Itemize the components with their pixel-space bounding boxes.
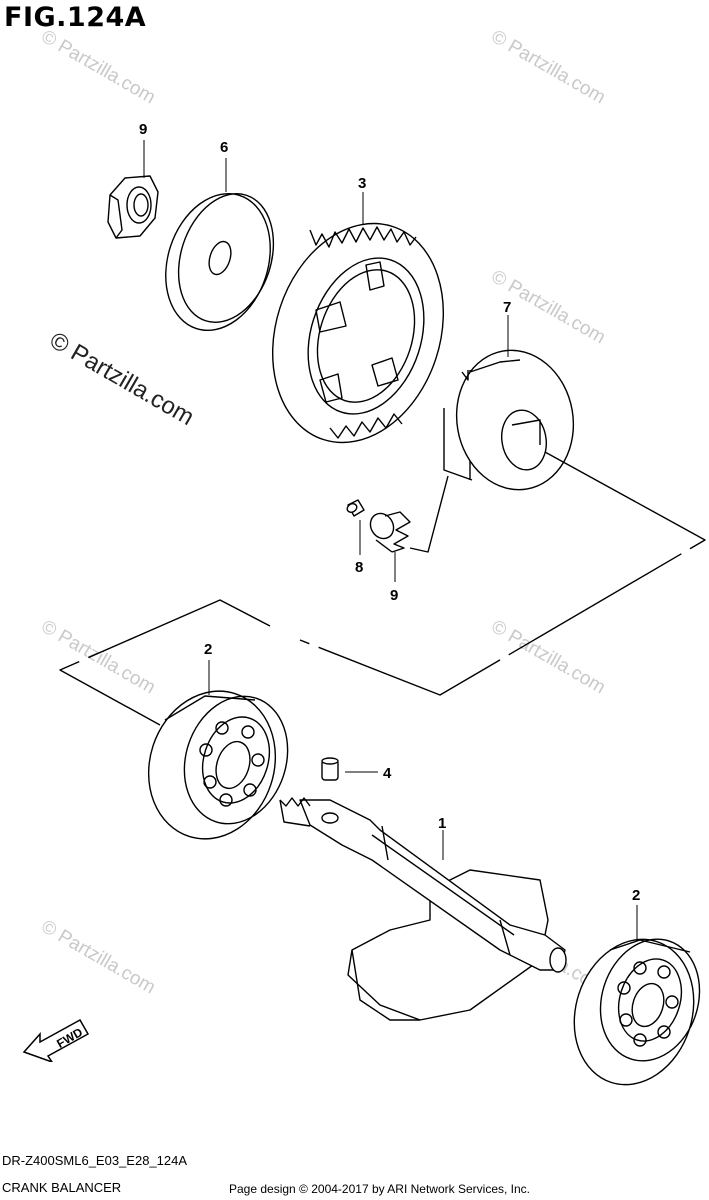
watermark-6: © Partzilla.com	[38, 916, 159, 998]
leader-lines	[143, 140, 638, 940]
washer-part	[165, 192, 275, 332]
nut-part	[107, 175, 159, 239]
section-name: CRANK BALANCER	[2, 1180, 122, 1195]
callout-7: 7	[503, 299, 511, 316]
callout-9: 9	[390, 587, 398, 604]
model-code: DR-Z400SML6_E03_E28_124A	[2, 1153, 188, 1168]
watermark-5: © Partzilla.com	[488, 616, 609, 698]
watermark-main: © Partzilla.com	[45, 327, 199, 431]
callout-2-left: 2	[204, 641, 212, 658]
callout-labels: 9 6 3 7 8 9 2 4 1 2	[139, 121, 640, 904]
damper-hub-part	[443, 349, 575, 491]
balancer-shaft-part	[279, 797, 567, 1021]
watermark-2: © Partzilla.com	[488, 26, 609, 108]
pin-small-part	[346, 499, 365, 517]
bearing-left-part	[147, 690, 289, 840]
watermark-1: © Partzilla.com	[38, 26, 159, 108]
watermark-layer: © Partzilla.com © Partzilla.com © Partzi…	[38, 26, 609, 998]
fwd-arrow-icon: FWD	[22, 1018, 90, 1062]
figure-title: FIG.124A	[4, 2, 147, 33]
bearing-right-part	[573, 938, 701, 1086]
callout-6: 6	[220, 139, 228, 156]
callout-4: 4	[383, 765, 392, 782]
watermark-4: © Partzilla.com	[38, 616, 159, 698]
callout-8: 8	[355, 559, 363, 576]
balancer-gear-part	[271, 222, 445, 444]
assembly-line-spring	[409, 475, 449, 553]
spring-part	[369, 511, 411, 553]
callout-5: 9	[139, 121, 147, 138]
assembly-outline	[59, 451, 706, 726]
credit-text: Page design © 2004-2017 by ARI Network S…	[229, 1182, 531, 1196]
callout-1: 1	[438, 815, 446, 832]
callout-2-right: 2	[632, 887, 640, 904]
callout-3: 3	[358, 175, 366, 192]
pin-part	[321, 757, 339, 781]
